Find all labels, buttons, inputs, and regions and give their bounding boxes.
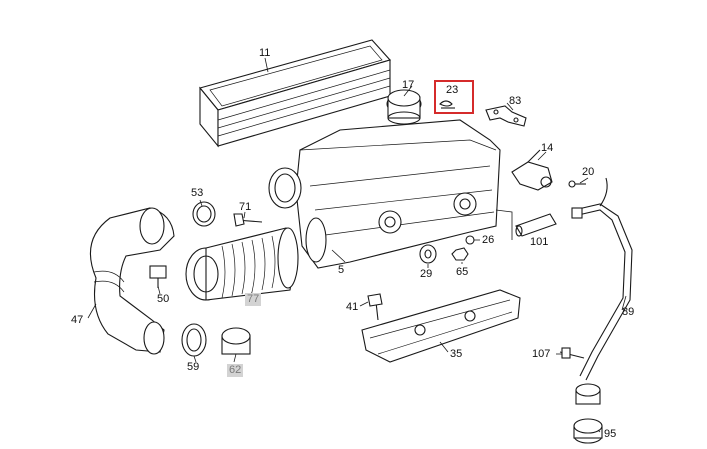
part-label-107[interactable]: 107 [532,348,551,360]
hose-clamp-59 [181,323,207,357]
bolt-part-107 [559,347,585,359]
part-label-23[interactable]: 23 [446,84,459,96]
part-label-89[interactable]: 89 [622,306,635,318]
part-label-50[interactable]: 50 [157,293,170,305]
part-label-5[interactable]: 5 [338,264,345,276]
lower-cover-35 [361,289,521,363]
part-label-62[interactable]: 62 [227,364,244,377]
hose-clamp-53 [192,201,216,227]
nut-part-26 [465,235,480,245]
sensor-part-50 [149,265,167,288]
part-label-53[interactable]: 53 [191,187,204,199]
rubber-mount-lower [573,383,603,444]
clip-part-23 [439,100,455,109]
intake-tube-47 [89,207,175,355]
bolt-part-41 [367,293,383,321]
screw-part-20 [568,180,586,188]
cap-part [386,89,422,125]
grommet-part-29 [419,244,437,264]
part-label-35[interactable]: 35 [450,348,463,360]
part-label-26[interactable]: 26 [482,234,495,246]
bracket-part [485,105,527,127]
part-label-17[interactable]: 17 [402,79,415,91]
part-label-83[interactable]: 83 [509,95,522,107]
part-label-47[interactable]: 47 [71,314,84,326]
tube-part [571,177,633,381]
part-label-59[interactable]: 59 [187,361,200,373]
part-label-65[interactable]: 65 [456,266,469,278]
highlight-box-23 [434,80,474,114]
part-label-29[interactable]: 29 [420,268,433,280]
part-label-95[interactable]: 95 [604,428,617,440]
part-label-71[interactable]: 71 [239,201,252,213]
part-label-101[interactable]: 101 [530,236,549,248]
nut-part-65 [451,247,469,261]
part-label-14[interactable]: 14 [541,142,554,154]
part-label-11[interactable]: 11 [259,47,271,59]
part-label-77[interactable]: 77 [245,293,262,306]
part-label-41[interactable]: 41 [346,301,359,313]
hose-part-101 [515,213,557,237]
intake-manifold [268,119,501,269]
bolt-part-71 [233,213,263,227]
part-label-20[interactable]: 20 [582,166,595,178]
sensor-part [511,149,553,191]
bellows-hose-77 [185,227,299,301]
sleeve-part-62 [221,327,251,355]
